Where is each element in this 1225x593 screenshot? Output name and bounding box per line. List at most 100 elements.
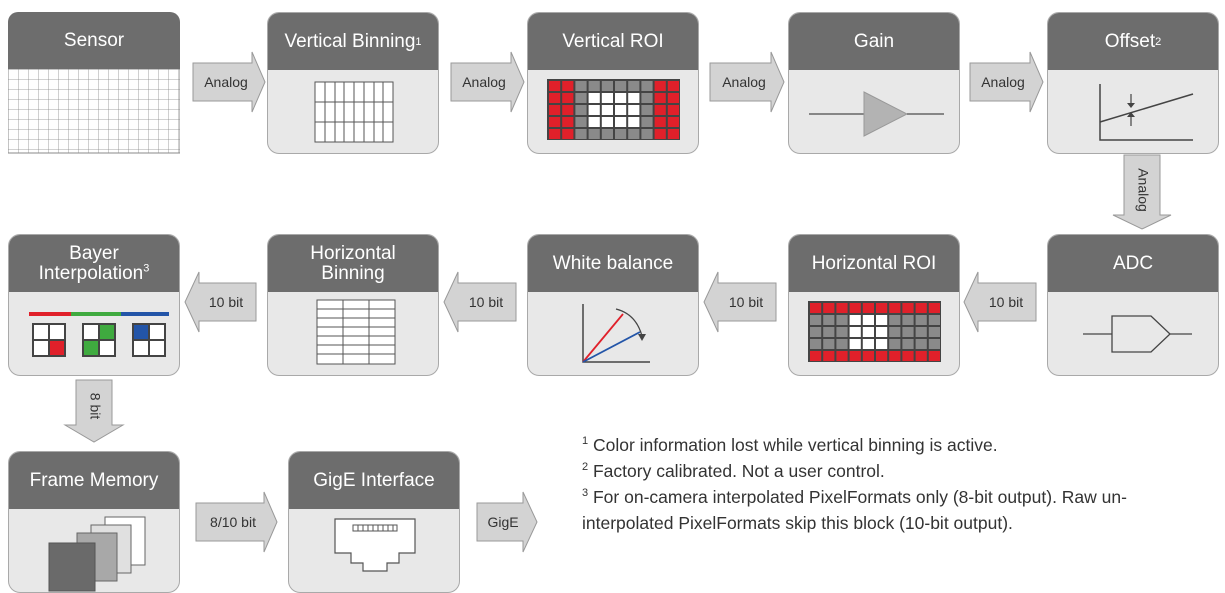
roi-cell xyxy=(575,117,587,127)
roi-cell xyxy=(902,315,914,325)
svg-text:8 bit: 8 bit xyxy=(87,393,103,420)
roi-cell xyxy=(667,93,679,103)
roi-cell xyxy=(823,303,835,313)
gige-interface-title: GigE Interface xyxy=(289,452,459,509)
roi-cell xyxy=(928,327,940,337)
footnote-2: 2 Factory calibrated. Not a user control… xyxy=(582,461,885,481)
bayer-cell xyxy=(98,339,116,357)
sensor-title: Sensor xyxy=(8,12,180,69)
roi-cell xyxy=(549,117,561,127)
roi-cell xyxy=(562,105,574,115)
roi-cell xyxy=(849,303,861,313)
sensor-block: Sensor xyxy=(8,12,180,154)
white-balance-vector-icon xyxy=(528,292,698,375)
frame-memory-block: Frame Memory xyxy=(8,451,180,593)
roi-cell xyxy=(836,315,848,325)
roi-cell xyxy=(889,303,901,313)
roi-cell xyxy=(823,327,835,337)
roi-cell xyxy=(915,339,927,349)
roi-cell xyxy=(549,93,561,103)
roi-cell xyxy=(836,339,848,349)
roi-cell xyxy=(862,303,874,313)
roi-cell xyxy=(601,81,613,91)
roi-cell xyxy=(876,327,888,337)
vertical-roi-title: Vertical ROI xyxy=(528,13,698,70)
roi-cell xyxy=(562,81,574,91)
bayer-filter-icon xyxy=(9,292,179,375)
gige-output-arrow: GigE xyxy=(476,491,538,553)
roi-cell xyxy=(810,351,822,361)
roi-cell xyxy=(628,129,640,139)
analog-arrow-2: Analog xyxy=(450,51,525,113)
roi-cell xyxy=(810,327,822,337)
roi-cell xyxy=(575,129,587,139)
roi-cell xyxy=(928,303,940,313)
roi-cell xyxy=(654,105,666,115)
roi-cell xyxy=(562,117,574,127)
svg-text:Analog: Analog xyxy=(204,74,248,90)
svg-text:10 bit: 10 bit xyxy=(729,294,763,310)
roi-cell xyxy=(628,117,640,127)
roi-cell xyxy=(862,339,874,349)
ethernet-port-icon xyxy=(289,509,459,592)
roi-cell xyxy=(876,339,888,349)
ten-bit-arrow-1: 10 bit xyxy=(963,271,1037,333)
footnote-3: 3 For on-camera interpolated PixelFormat… xyxy=(582,487,1127,533)
roi-cell xyxy=(628,81,640,91)
ten-bit-arrow-4: 10 bit xyxy=(184,271,257,333)
roi-cell xyxy=(588,93,600,103)
roi-cell xyxy=(549,129,561,139)
roi-cell xyxy=(667,81,679,91)
roi-cell xyxy=(654,117,666,127)
roi-cell xyxy=(902,303,914,313)
amplifier-icon xyxy=(789,70,959,153)
roi-cell xyxy=(641,117,653,127)
analog-arrow-down: Analog xyxy=(1112,154,1172,230)
vertical-binning-grid-icon xyxy=(268,70,438,153)
svg-text:Analog: Analog xyxy=(1135,168,1151,212)
roi-cell xyxy=(575,93,587,103)
roi-cell xyxy=(628,105,640,115)
ten-bit-arrow-3: 10 bit xyxy=(443,271,517,333)
roi-cell xyxy=(862,327,874,337)
vertical-roi-grid-icon xyxy=(528,70,698,153)
roi-cell xyxy=(667,105,679,115)
roi-cell xyxy=(889,351,901,361)
adc-title: ADC xyxy=(1048,235,1218,292)
roi-cell xyxy=(928,339,940,349)
roi-cell xyxy=(836,303,848,313)
roi-cell xyxy=(889,315,901,325)
roi-cell xyxy=(654,93,666,103)
roi-cell xyxy=(549,81,561,91)
roi-cell xyxy=(915,303,927,313)
bayer-interpolation-block: Bayer Interpolation3 xyxy=(8,234,180,376)
roi-cell xyxy=(810,339,822,349)
roi-cell xyxy=(601,93,613,103)
ten-bit-arrow-2: 10 bit xyxy=(703,271,777,333)
roi-cell xyxy=(654,81,666,91)
svg-text:10 bit: 10 bit xyxy=(989,294,1023,310)
roi-cell xyxy=(615,129,627,139)
roi-cell xyxy=(823,351,835,361)
roi-cell xyxy=(588,129,600,139)
roi-cell xyxy=(849,315,861,325)
roi-cell xyxy=(601,105,613,115)
footnotes: 1 Color information lost while vertical … xyxy=(582,432,1218,536)
roi-cell xyxy=(628,93,640,103)
eight-ten-bit-arrow: 8/10 bit xyxy=(195,491,278,553)
roi-cell xyxy=(876,303,888,313)
footnote-1: 1 Color information lost while vertical … xyxy=(582,435,998,455)
roi-cell xyxy=(549,105,561,115)
roi-cell xyxy=(862,315,874,325)
frame-memory-title: Frame Memory xyxy=(9,452,179,509)
roi-cell xyxy=(810,315,822,325)
roi-cell xyxy=(588,105,600,115)
svg-text:10 bit: 10 bit xyxy=(469,294,503,310)
roi-cell xyxy=(575,105,587,115)
analog-arrow-4: Analog xyxy=(969,51,1044,113)
roi-cell xyxy=(849,351,861,361)
roi-cell xyxy=(915,351,927,361)
